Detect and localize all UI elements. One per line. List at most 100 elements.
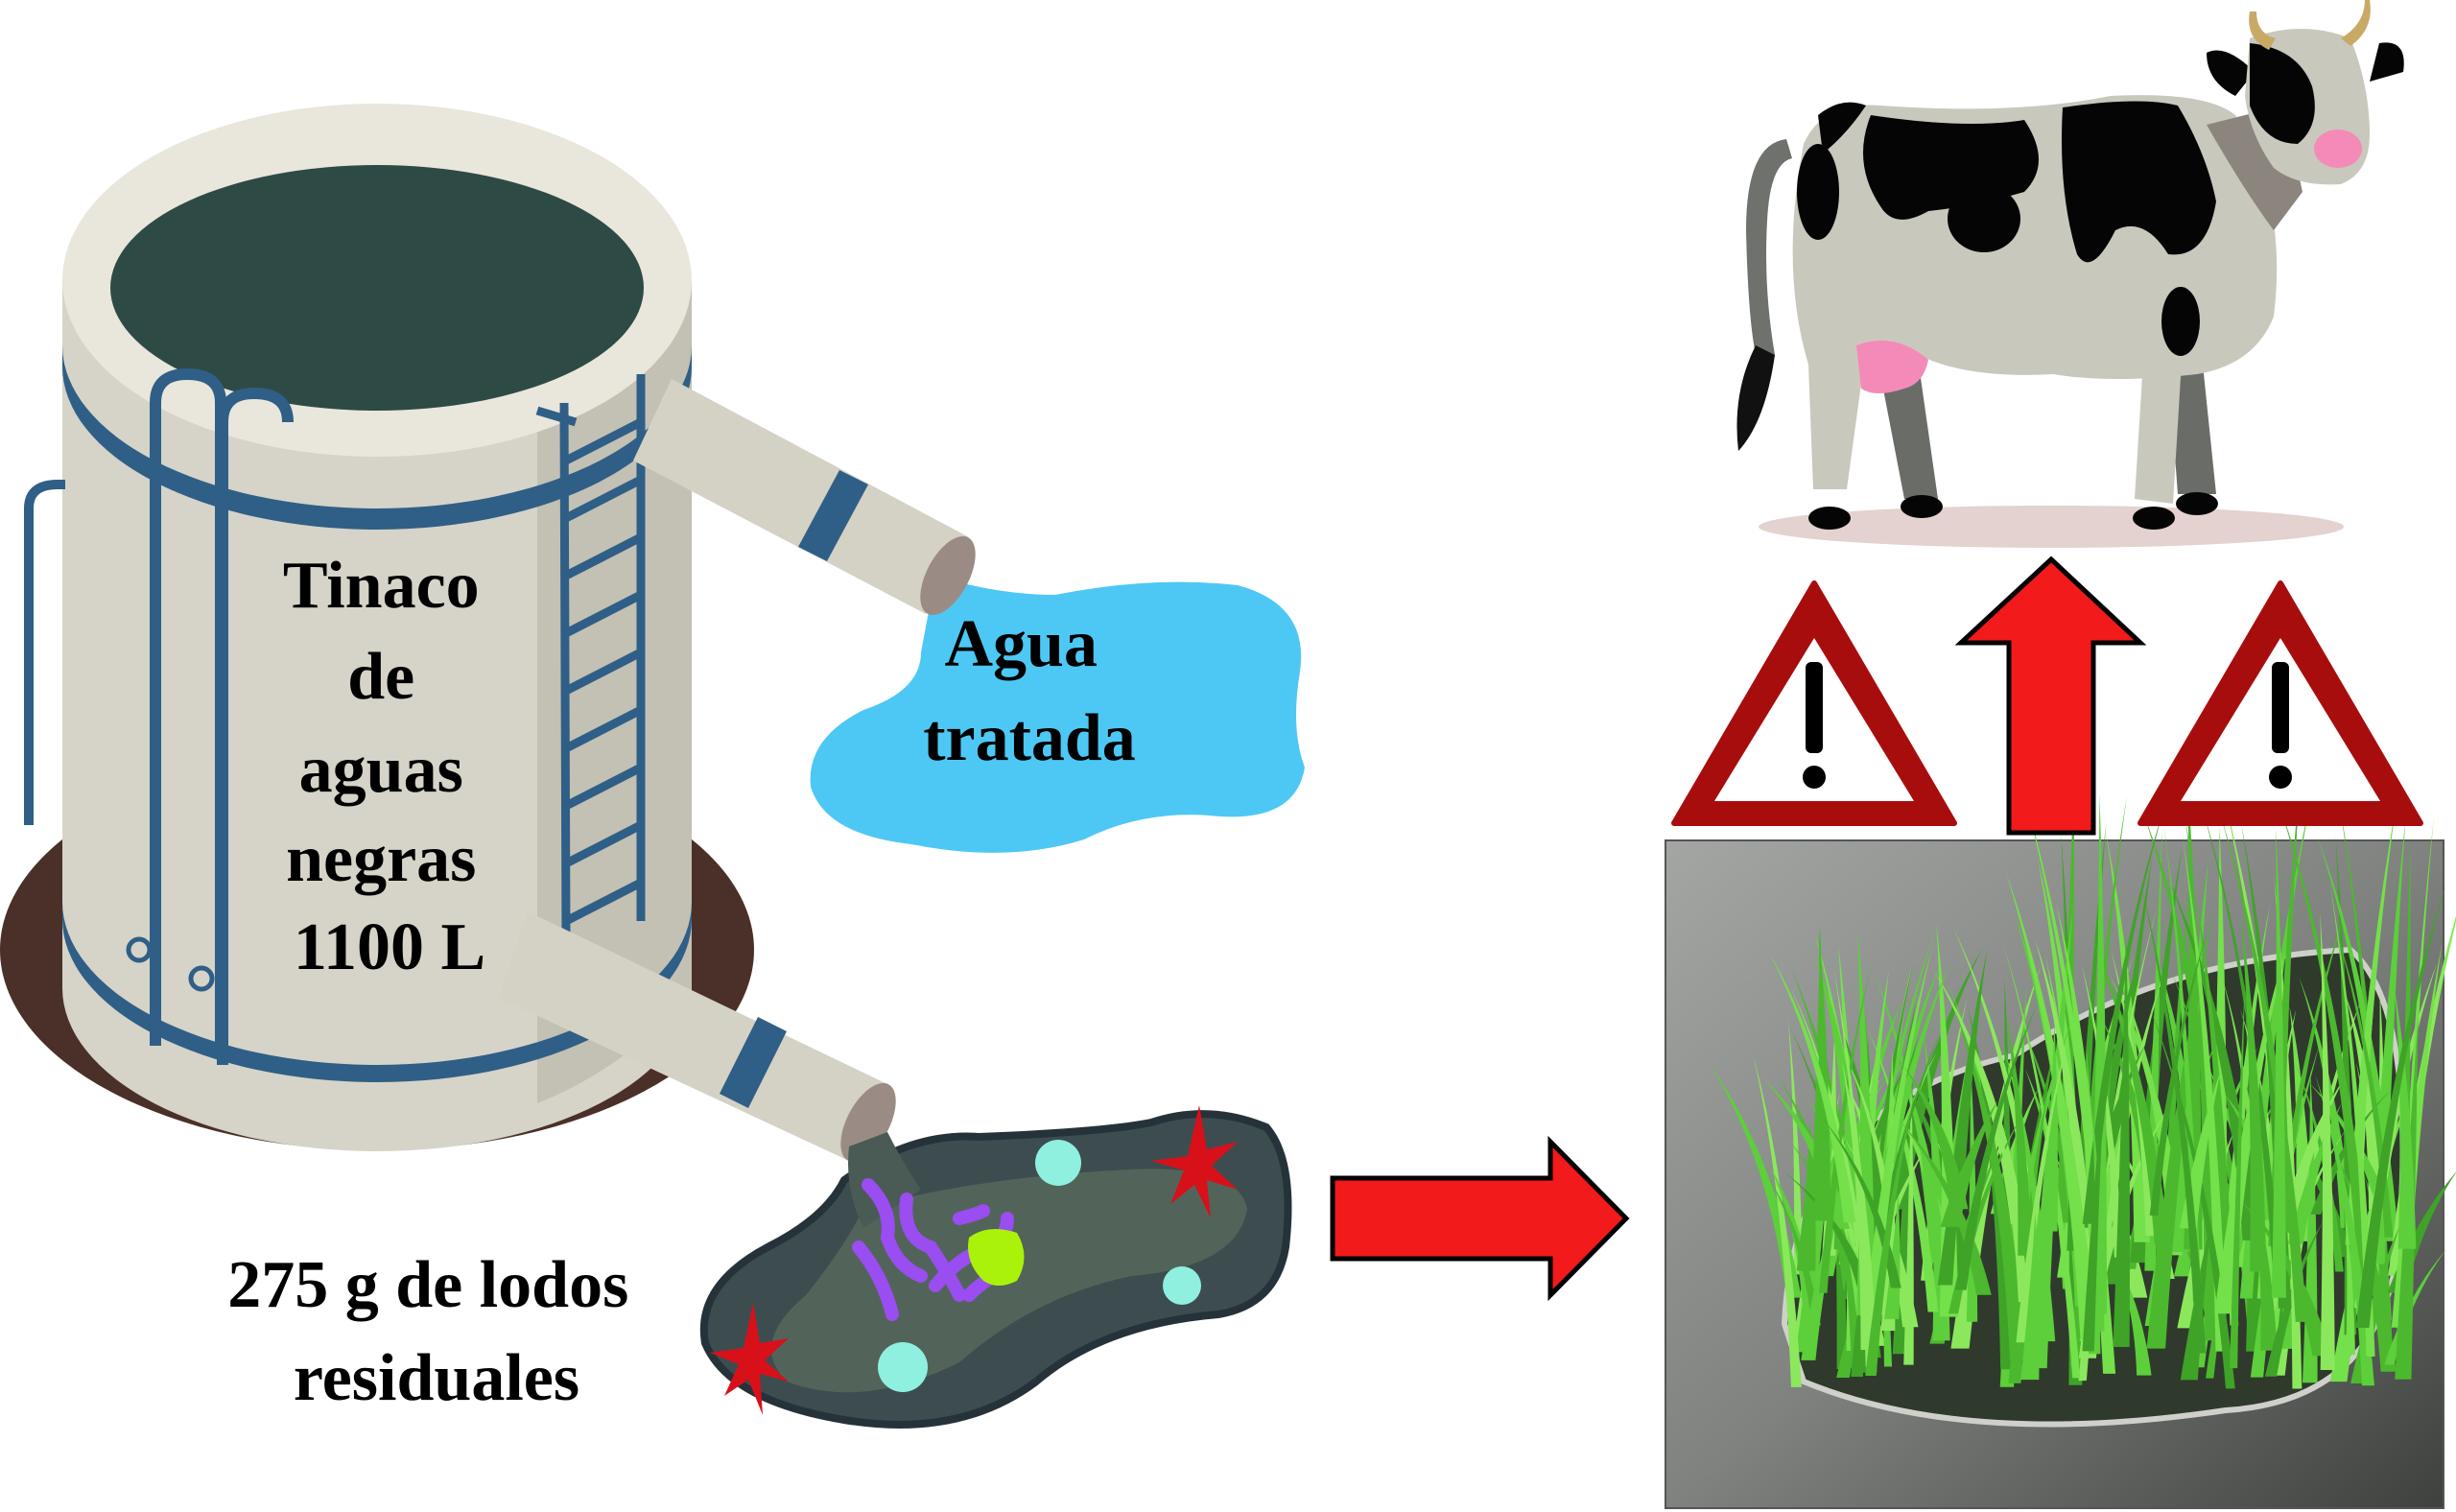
virus-icon: [1163, 1266, 1201, 1305]
grass-blade: [2334, 926, 2394, 1238]
grass-blade: [2004, 869, 2097, 1340]
grass-photo: [1665, 782, 2456, 1509]
grass-blade: [2332, 1146, 2397, 1372]
treated-water-label-line: Agua: [945, 607, 1098, 681]
grass-blade: [2139, 880, 2207, 1354]
tank-label-line: negras: [286, 822, 476, 896]
grass-blade: [1902, 1065, 1969, 1210]
virus-icon: [878, 1342, 928, 1392]
grass-blade: [2320, 912, 2335, 1370]
grass-blades: [1708, 782, 2456, 1389]
red-germ-icon: [710, 1303, 789, 1415]
grass-blade: [1867, 1028, 1939, 1312]
cow-illustration: [1736, 0, 2404, 548]
grass-blade: [2229, 980, 2246, 1369]
grass-blade: [2355, 884, 2446, 1329]
grass-blade: [1787, 1019, 1804, 1275]
grass-blade: [2238, 1198, 2332, 1357]
grass-blade: [2002, 942, 2081, 1379]
grass-blade: [2194, 885, 2233, 1291]
cow-hoof: [2176, 492, 2218, 515]
treated-water-label: Agua tratada: [923, 607, 1136, 775]
cow-leg: [2135, 345, 2183, 504]
tank-label: Tinaco de aguas negras 1100 L: [283, 549, 496, 984]
red-germ-icon: [1151, 1105, 1238, 1218]
lower-pipe-band: [720, 1017, 787, 1108]
grass-blade: [2016, 1032, 2069, 1343]
sludge-stream: [848, 1132, 921, 1228]
tank-water: [110, 165, 644, 411]
cow-udder: [1856, 341, 1928, 393]
exclamation-mark: [2272, 662, 2289, 753]
grass-blade: [2149, 930, 2208, 1216]
valve-icon: [188, 965, 215, 992]
cow-leg: [2168, 355, 2216, 494]
grass-blade: [2240, 913, 2267, 1272]
grass-blade: [1708, 1062, 1802, 1298]
tank-handle: [217, 387, 294, 1065]
grass-blade: [1821, 1116, 1901, 1288]
grass-blade: [2111, 1250, 2152, 1376]
tank-label-line: de: [347, 640, 414, 714]
grass-blade: [1955, 1003, 2039, 1290]
grass-blade: [1783, 1170, 1871, 1290]
grass-blade: [2219, 813, 2307, 1322]
grass-blade: [1860, 948, 1932, 1342]
exclamation-dot: [2269, 766, 2292, 789]
warning-sign-left: [1671, 580, 1957, 826]
sludge-label-line: residuales: [294, 1341, 579, 1415]
cow-spot: [1948, 185, 2020, 252]
exclamation-dot: [1803, 766, 1826, 789]
treated-water-puddle: [810, 576, 1305, 853]
tank-label-line: aguas: [299, 733, 463, 807]
grass-blade: [2035, 939, 2097, 1277]
lower-pipe: [499, 911, 887, 1161]
cow-nose: [2314, 130, 2362, 168]
cow-spot: [2062, 101, 2216, 263]
grass-blade: [1796, 1122, 1816, 1271]
treated-water-outlet: Agua tratada: [633, 379, 1305, 853]
sludge-label-line: 275 g de lodos: [227, 1248, 628, 1322]
grass-blade: [1872, 968, 1941, 1264]
cow-tail-tuft: [1736, 345, 1775, 451]
tank-label-line: Tinaco: [283, 549, 480, 623]
grass-blade: [1813, 929, 1831, 1221]
upper-pipe: [633, 379, 969, 614]
cow-shadow: [1759, 506, 2344, 548]
warning-sign-right: [2137, 580, 2423, 826]
cow-horn: [2249, 12, 2276, 50]
grass-blade: [2329, 880, 2375, 1357]
tank-ladder: [535, 374, 646, 941]
grass-blade: [1753, 1053, 1802, 1387]
grass-blade: [2024, 793, 2116, 1374]
cow-spot: [1818, 102, 1866, 154]
cow-horn: [2341, 0, 2371, 46]
cow-leg: [1880, 365, 1938, 499]
cow-head-patch: [2250, 43, 2315, 144]
grass-blade: [1833, 968, 1875, 1368]
cow-hoof: [1901, 495, 1943, 518]
upper-pipe-mouth: [920, 535, 976, 616]
arrow-up-icon: [1954, 555, 2147, 836]
grass-blade: [2167, 876, 2260, 1240]
grass-blade: [1830, 1178, 1861, 1369]
grass-blade: [2394, 988, 2417, 1249]
grass-blade: [1768, 951, 1856, 1223]
sludge-outlet: 275 g de lodos residuales: [227, 911, 1292, 1429]
arrow-right-icon: [1330, 1135, 1630, 1302]
cow-ear: [2370, 42, 2404, 82]
grass-blade: [2264, 1220, 2324, 1377]
grass-blade: [2006, 1015, 2033, 1256]
treated-water-label-line: tratada: [923, 701, 1136, 775]
cow-spot: [2161, 287, 2200, 356]
grass-blade: [2081, 963, 2124, 1258]
cow-spot: [1797, 144, 1839, 240]
cow-hoof: [1808, 507, 1851, 530]
grass-blade: [2182, 836, 2228, 1352]
grass-blade: [2287, 1102, 2342, 1244]
grass-blade: [1947, 950, 1988, 1213]
grass-blade: [2082, 1077, 2105, 1352]
grass-blade: [2201, 804, 2281, 1272]
grass-blade: [2001, 1041, 2056, 1342]
